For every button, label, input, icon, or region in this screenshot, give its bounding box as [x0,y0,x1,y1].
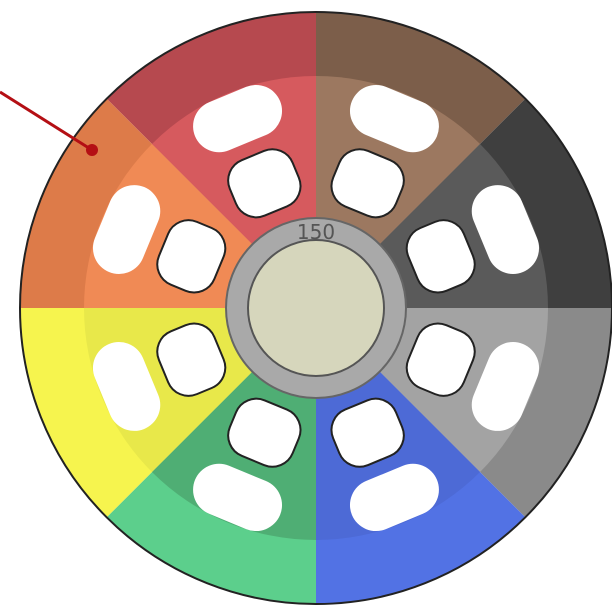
hub-value-label: 150 [297,220,335,244]
pointer-dot [86,144,98,156]
pointer-line [0,92,92,150]
hub[interactable]: 150 [226,218,406,398]
hub-center-swatch[interactable] [248,240,384,376]
